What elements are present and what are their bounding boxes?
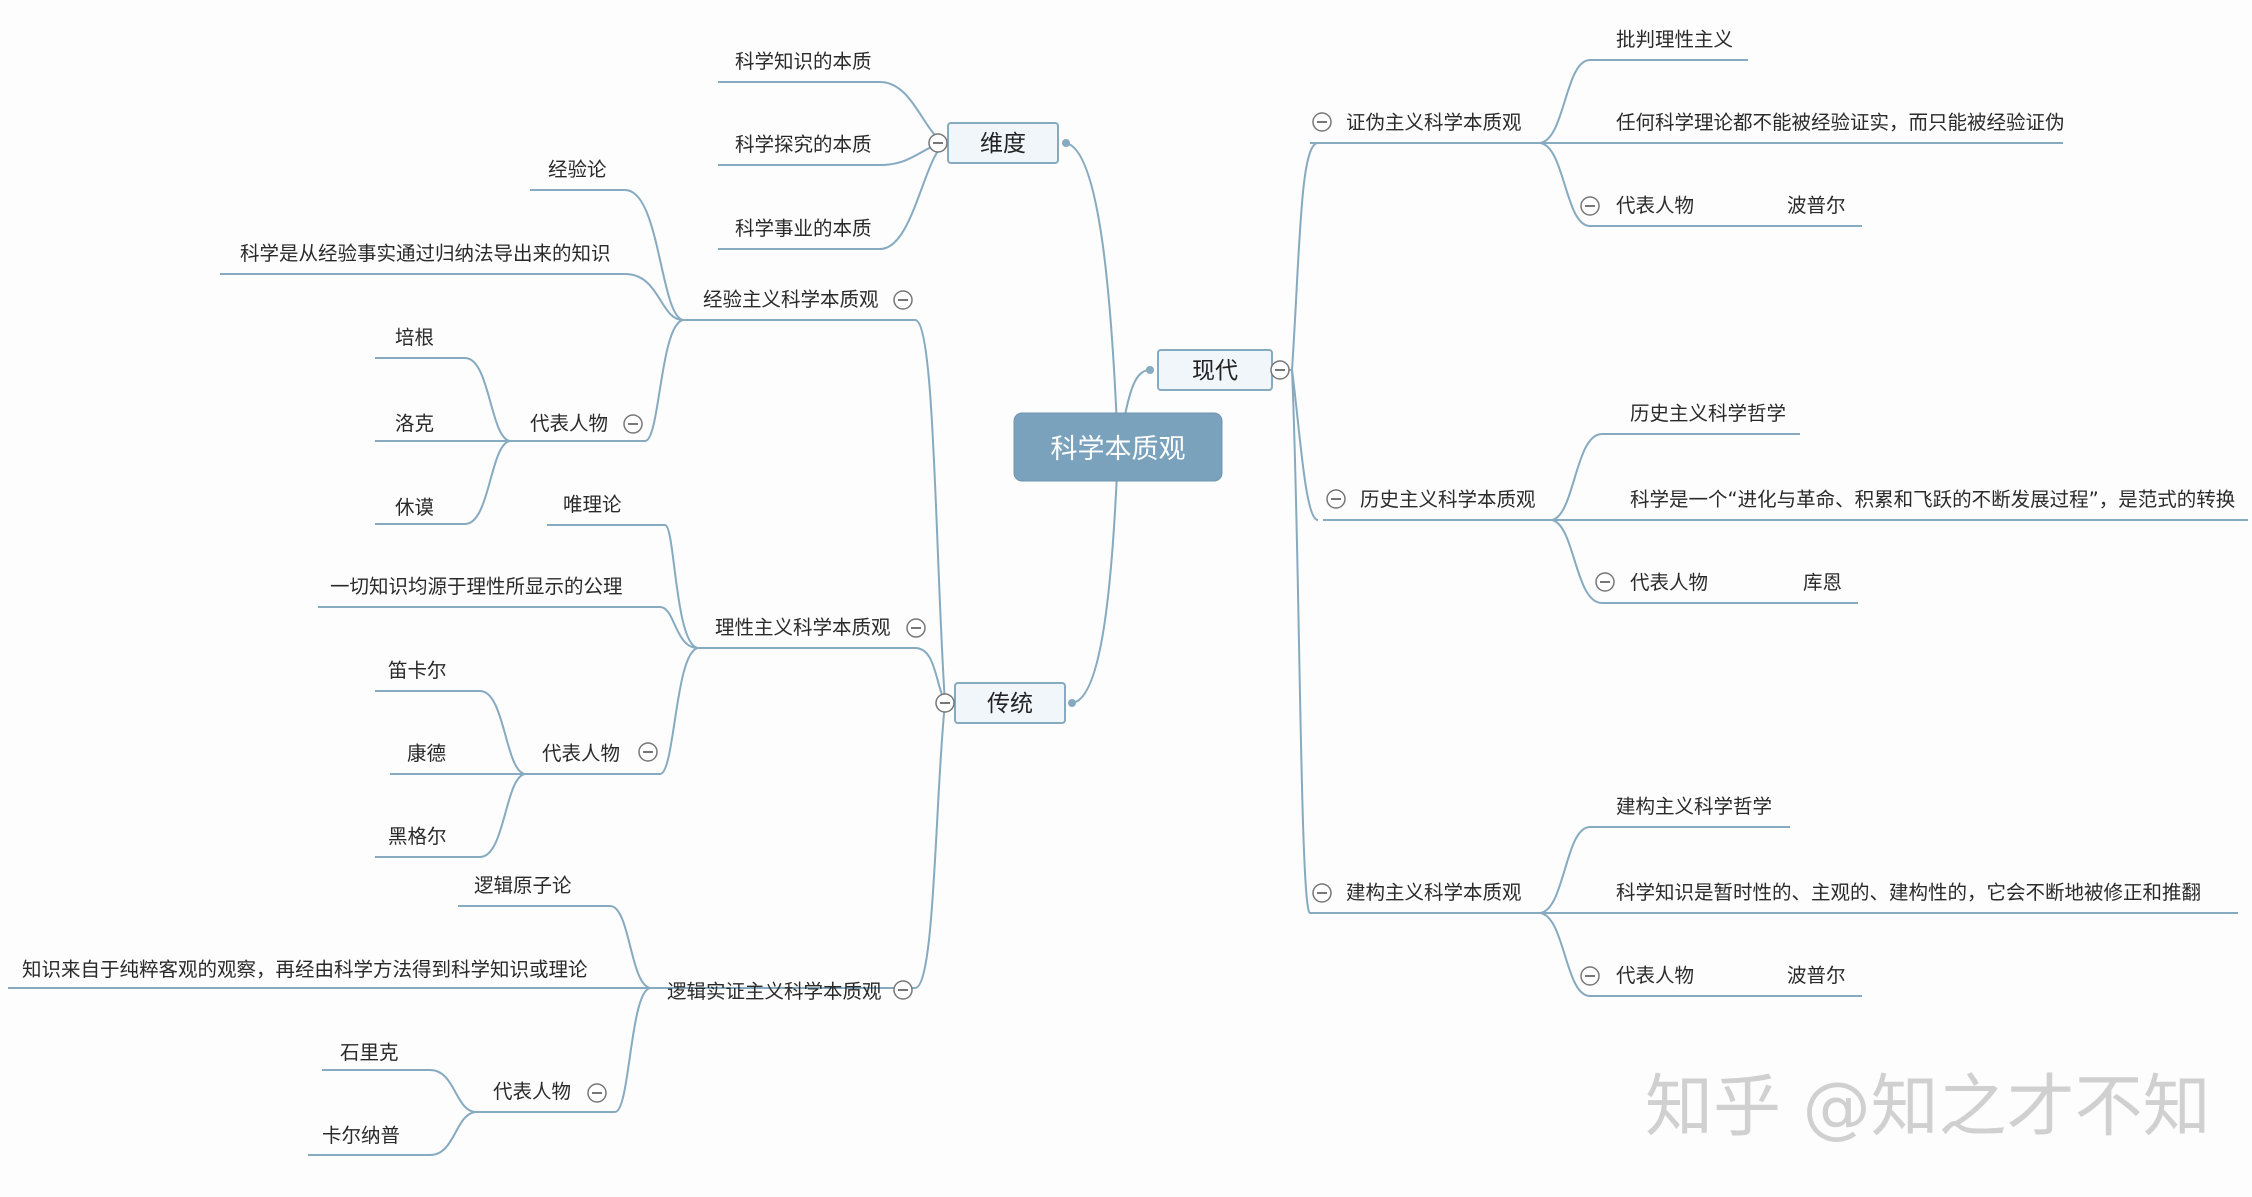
dimension-item-inquiry[interactable]: 科学探究的本质 (735, 133, 872, 156)
positivism-rep-carnap[interactable]: 卡尔纳普 (322, 1124, 400, 1147)
watermark: 知乎 @知之才不知 (1645, 1068, 2211, 1147)
empiricism-item-statement[interactable]: 科学是从经验事实通过归纳法导出来的知识 (240, 242, 611, 265)
falsificationism-item-statement[interactable]: 任何科学理论都不能被经验证实，而只能被经验证伪 (1616, 111, 2065, 134)
empiricism-item-empiricism[interactable]: 经验论 (548, 158, 607, 181)
dimension-item-knowledge[interactable]: 科学知识的本质 (735, 50, 872, 73)
positivism-item-atomism[interactable]: 逻辑原子论 (474, 874, 572, 897)
collapse-dimension-icon[interactable] (928, 133, 948, 153)
collapse-rationalism-icon[interactable] (906, 618, 926, 638)
collapse-constructivism-rep-icon[interactable] (1580, 966, 1600, 986)
collapse-empiricism-icon[interactable] (893, 290, 913, 310)
historicism-rep-kuhn[interactable]: 库恩 (1803, 571, 1842, 594)
connectors (8, 59, 2248, 1156)
node-traditional[interactable]: 传统 (954, 682, 1066, 724)
rationalism-rep-hegel[interactable]: 黑格尔 (388, 825, 447, 848)
falsificationism-rep-label[interactable]: 代表人物 (1616, 194, 1694, 217)
historicism-item-philosophy[interactable]: 历史主义科学哲学 (1630, 402, 1786, 425)
rationalism-rep-kant[interactable]: 康德 (407, 742, 446, 765)
collapse-modern-icon[interactable] (1270, 360, 1290, 380)
rationalism-label[interactable]: 理性主义科学本质观 (715, 616, 891, 639)
rationalism-rep-descartes[interactable]: 笛卡尔 (388, 659, 447, 682)
constructivism-rep-label[interactable]: 代表人物 (1616, 964, 1694, 987)
collapse-positivism-rep-icon[interactable] (587, 1083, 607, 1103)
collapse-historicism-rep-icon[interactable] (1595, 572, 1615, 592)
empiricism-rep-label[interactable]: 代表人物 (530, 412, 608, 435)
empiricism-label[interactable]: 经验主义科学本质观 (703, 288, 879, 311)
positivism-rep-schlick[interactable]: 石里克 (340, 1041, 399, 1064)
node-modern[interactable]: 现代 (1157, 349, 1273, 391)
historicism-rep-label[interactable]: 代表人物 (1630, 571, 1708, 594)
falsificationism-label[interactable]: 证伪主义科学本质观 (1346, 111, 1522, 134)
rationalism-rep-label[interactable]: 代表人物 (542, 742, 620, 765)
collapse-rationalism-rep-icon[interactable] (638, 742, 658, 762)
collapse-falsificationism-rep-icon[interactable] (1580, 196, 1600, 216)
historicism-item-statement[interactable]: 科学是一个“进化与革命、积累和飞跃的不断发展过程”，是范式的转换 (1630, 488, 2235, 511)
empiricism-rep-hume[interactable]: 休谟 (395, 496, 434, 519)
collapse-falsificationism-icon[interactable] (1312, 112, 1332, 132)
collapse-positivism-icon[interactable] (893, 980, 913, 1000)
constructivism-rep-popper[interactable]: 波普尔 (1787, 964, 1846, 987)
collapse-empiricism-rep-icon[interactable] (623, 414, 643, 434)
positivism-item-statement[interactable]: 知识来自于纯粹客观的观察，再经由科学方法得到科学知识或理论 (22, 958, 588, 981)
rationalism-item-statement[interactable]: 一切知识均源于理性所显示的公理 (330, 575, 623, 598)
constructivism-label[interactable]: 建构主义科学本质观 (1346, 881, 1522, 904)
constructivism-item-philosophy[interactable]: 建构主义科学哲学 (1616, 795, 1772, 818)
node-dimension[interactable]: 维度 (947, 122, 1059, 164)
collapse-constructivism-icon[interactable] (1312, 883, 1332, 903)
root-node[interactable]: 科学本质观 (1013, 412, 1223, 482)
rationalism-item-rationalism[interactable]: 唯理论 (563, 493, 622, 516)
empiricism-rep-locke[interactable]: 洛克 (395, 412, 434, 435)
node-modern-label: 现代 (1192, 358, 1238, 384)
collapse-traditional-icon[interactable] (935, 693, 955, 713)
root-label: 科学本质观 (1051, 434, 1186, 465)
positivism-label[interactable]: 逻辑实证主义科学本质观 (667, 980, 882, 1003)
constructivism-item-statement[interactable]: 科学知识是暂时性的、主观的、建构性的，它会不断地被修正和推翻 (1616, 881, 2201, 904)
node-dimension-label: 维度 (980, 131, 1026, 157)
falsificationism-rep-popper[interactable]: 波普尔 (1787, 194, 1846, 217)
empiricism-rep-bacon[interactable]: 培根 (395, 326, 434, 349)
collapse-historicism-icon[interactable] (1326, 489, 1346, 509)
collapse-toggles (587, 112, 1615, 1103)
positivism-rep-label[interactable]: 代表人物 (493, 1080, 571, 1103)
dimension-item-enterprise[interactable]: 科学事业的本质 (735, 217, 872, 240)
historicism-label[interactable]: 历史主义科学本质观 (1360, 488, 1536, 511)
falsificationism-item-critical[interactable]: 批判理性主义 (1616, 28, 1733, 51)
node-traditional-label: 传统 (987, 691, 1033, 717)
